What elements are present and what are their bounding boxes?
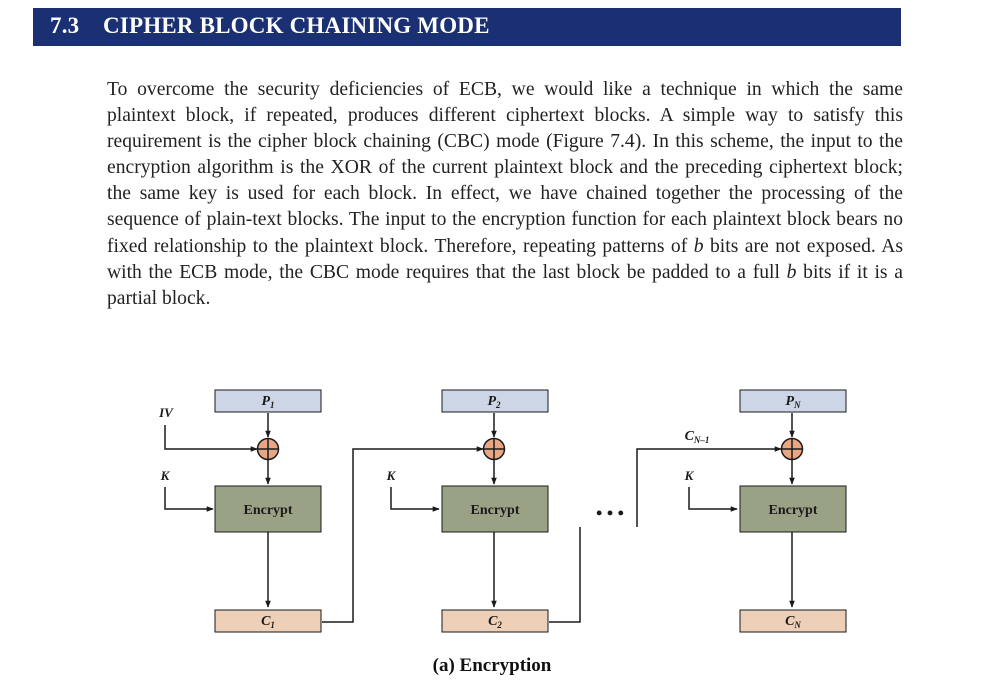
ciphertext-label-n: CN <box>785 614 801 630</box>
plaintext-box-1 <box>214 389 322 413</box>
iv-to-xor-arrow <box>164 425 258 452</box>
section-number: 7.3 <box>50 13 80 38</box>
body-paragraph: To overcome the security deficiencies of… <box>107 77 903 312</box>
c1-chain-arrow <box>322 446 484 623</box>
plaintext-label-1: P1 <box>261 394 274 410</box>
paragraph-text-1: To overcome the security deficiencies of… <box>107 79 903 257</box>
key1-arrow <box>164 487 214 512</box>
ciphertext-label-2: C2 <box>488 614 502 630</box>
section-header: 7.3 CIPHER BLOCK CHAINING MODE <box>33 8 901 46</box>
figure-caption: (a) Encryption <box>0 655 990 677</box>
c2-chain-line <box>549 527 581 623</box>
xor-icon <box>780 437 804 461</box>
ciphertext-label-1: C1 <box>261 614 275 630</box>
key-label-2: K <box>386 468 397 483</box>
key-label-1: K <box>160 468 171 483</box>
encrypt-label-n: Encrypt <box>769 503 818 518</box>
plaintext-label-n: PN <box>785 394 801 410</box>
plaintext-label-2: P2 <box>487 394 501 410</box>
ciphertext-box-2 <box>441 609 549 633</box>
xor-icon <box>256 437 280 461</box>
plaintext-box-2 <box>441 389 549 413</box>
paragraph-text-3: bits if it is a partial block. <box>107 261 903 309</box>
figure-caption-text: (a) Encryption <box>432 655 552 676</box>
chain-label-cn-1: CN–1 <box>685 429 710 445</box>
cn1-chain-arrow <box>636 446 782 527</box>
section-title: CIPHER BLOCK CHAINING MODE <box>103 13 490 38</box>
encrypt-box-2 <box>441 485 549 533</box>
key2-arrow <box>390 487 440 512</box>
ellipsis-dots: • • • <box>596 503 624 523</box>
key-label-n: K <box>684 468 695 483</box>
paragraph-var-b-1: b <box>693 235 704 257</box>
encrypt-box-1 <box>214 485 322 533</box>
iv-label: IV <box>158 405 174 420</box>
ciphertext-box-n <box>739 609 847 633</box>
paragraph-var-b-2: b <box>786 261 797 283</box>
keyn-arrow <box>688 487 738 512</box>
xor-icon <box>482 437 506 461</box>
paragraph-text-2: bits are not exposed. As with the ECB mo… <box>107 235 903 283</box>
encrypt-label-2: Encrypt <box>471 503 520 518</box>
ciphertext-box-1 <box>214 609 322 633</box>
encrypt-label-1: Encrypt <box>244 503 293 518</box>
plaintext-box-n <box>739 389 847 413</box>
encrypt-box-n <box>739 485 847 533</box>
